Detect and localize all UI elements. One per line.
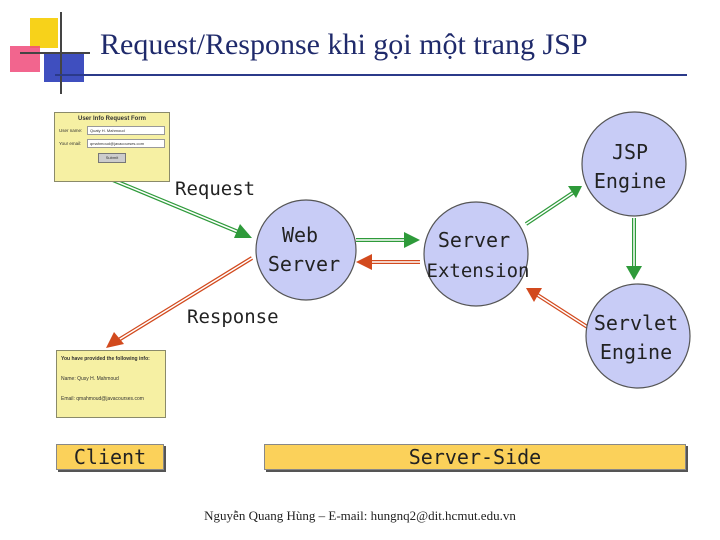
response-line: You have provided the following info: bbox=[61, 356, 150, 362]
ws-to-ext-arrow bbox=[356, 232, 420, 248]
server-side-bar-label: Server-Side bbox=[408, 445, 542, 469]
node-label-line: Server bbox=[268, 252, 340, 276]
response-label: Response bbox=[187, 306, 279, 328]
request-form-row: User name: Quaty H. Mahmoud bbox=[59, 126, 165, 135]
node-label-line: Extension bbox=[427, 260, 530, 282]
decor-pink-square bbox=[10, 46, 40, 72]
field-label: User name: bbox=[59, 128, 83, 133]
response-line: Name: Qusy H. Mahmoud bbox=[61, 376, 119, 382]
submit-button-image: Submit bbox=[98, 153, 126, 163]
title-underline bbox=[55, 74, 687, 76]
response-page-screenshot: You have provided the following info: Na… bbox=[56, 350, 166, 418]
response-arrow bbox=[106, 256, 254, 348]
decor-horizontal-line bbox=[20, 52, 90, 54]
node-servlet-engine: Servlet Engine bbox=[585, 283, 691, 389]
node-label-line: Engine bbox=[600, 340, 672, 364]
ext-to-ws-arrow bbox=[356, 254, 420, 270]
servlet-to-ext-arrow bbox=[526, 288, 594, 332]
node-label-line: Web bbox=[282, 223, 318, 247]
node-web-server: Web Server bbox=[255, 199, 357, 301]
ext-to-jsp-arrow bbox=[524, 186, 582, 226]
response-line: Email: qmahmoud@javacourses.com bbox=[61, 396, 144, 402]
node-server-extension: Server Extension bbox=[423, 201, 530, 307]
request-form-screenshot: User Info Request Form User name: Quaty … bbox=[54, 112, 170, 182]
slide-title: Request/Response khi gọi một trang JSP bbox=[100, 28, 588, 61]
client-bar: Client bbox=[56, 444, 164, 470]
node-label-line: JSP bbox=[612, 140, 648, 164]
field-value: Quaty H. Mahmoud bbox=[87, 126, 165, 135]
node-label-line: Engine bbox=[594, 169, 666, 193]
request-arrow bbox=[107, 176, 252, 238]
node-label-line: Server bbox=[438, 228, 510, 252]
request-form-row: Your email: qmahmoud@javacourses.com bbox=[59, 139, 165, 148]
decor-yellow-square bbox=[30, 18, 58, 48]
field-label: Your email: bbox=[59, 141, 82, 146]
server-side-bar: Server-Side bbox=[264, 444, 686, 470]
slide-footer: Nguyễn Quang Hùng – E-mail: hungnq2@dit.… bbox=[204, 508, 516, 523]
field-value: qmahmoud@javacourses.com bbox=[87, 139, 165, 148]
client-bar-label: Client bbox=[73, 445, 147, 469]
node-label-line: Servlet bbox=[594, 311, 678, 335]
request-form-title: User Info Request Form bbox=[77, 116, 146, 122]
request-label: Request bbox=[175, 178, 255, 200]
jsp-to-servlet-arrow bbox=[626, 218, 642, 280]
decor-blue-square bbox=[44, 52, 84, 82]
node-jsp-engine: JSP Engine bbox=[581, 111, 687, 217]
